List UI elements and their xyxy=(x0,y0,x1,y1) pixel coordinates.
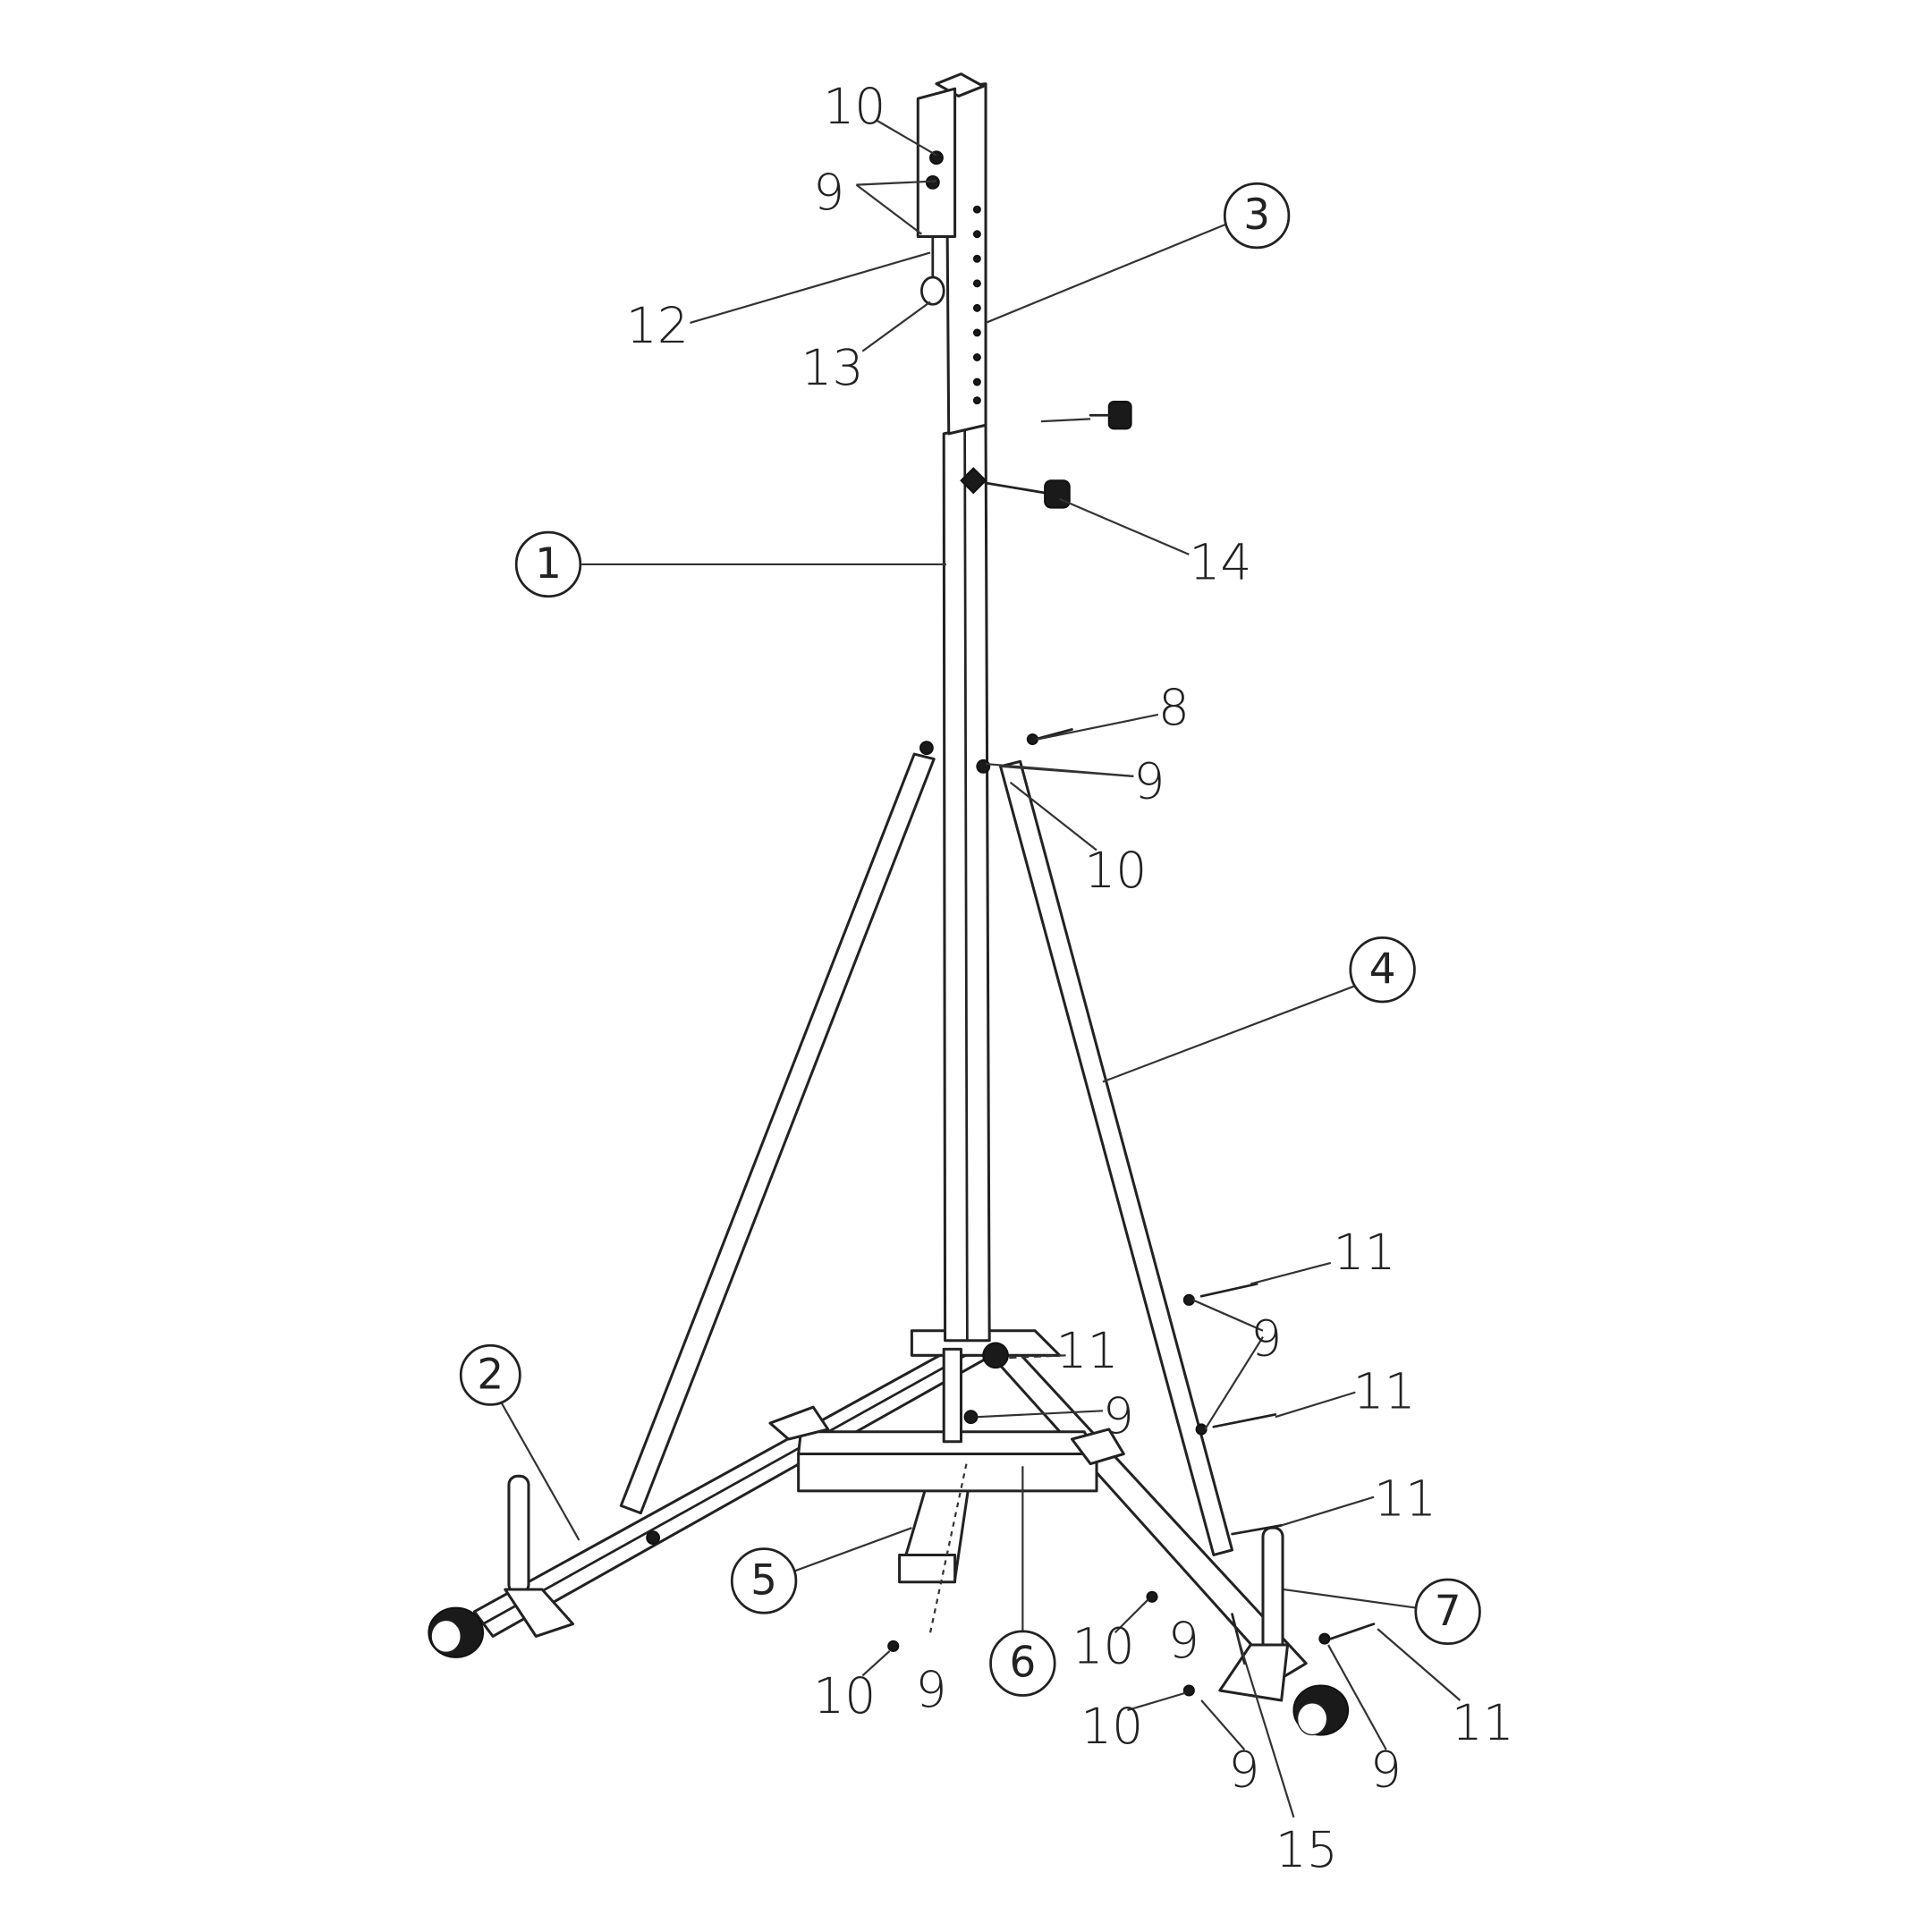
svg-text:5: 5 xyxy=(750,1556,777,1605)
label-9: 9 xyxy=(1133,753,1165,810)
svg-text:4: 4 xyxy=(1369,945,1396,994)
label-9: 9 xyxy=(813,164,844,221)
hardware-labels: 10 9 12 13 14 8 9 10 11 9 11 9 11 11 10 … xyxy=(626,78,1514,1878)
label-9: 9 xyxy=(1103,1387,1134,1445)
callout-3: 3 xyxy=(1223,182,1291,250)
main-pole xyxy=(942,423,991,1343)
label-13: 13 xyxy=(801,339,863,396)
label-9: 9 xyxy=(1228,1741,1259,1798)
label-9: 9 xyxy=(1250,1309,1282,1367)
callout-2: 2 xyxy=(459,1343,521,1406)
label-12: 12 xyxy=(626,297,689,354)
spare-knob-icon xyxy=(1089,401,1132,430)
callout-4: 4 xyxy=(1349,936,1416,1004)
label-11: 11 xyxy=(1056,1322,1119,1379)
center-hardware xyxy=(646,733,1331,1697)
top-insert-tube xyxy=(916,72,987,436)
label-8: 8 xyxy=(1158,679,1190,736)
callout-6: 6 xyxy=(989,1630,1056,1697)
svg-text:6: 6 xyxy=(1009,1640,1036,1688)
label-9: 9 xyxy=(1168,1612,1199,1669)
svg-text:2: 2 xyxy=(477,1351,504,1399)
label-10: 10 xyxy=(813,1667,876,1724)
leader-lines xyxy=(497,120,1462,1818)
label-10: 10 xyxy=(823,78,886,135)
left-brace-leg xyxy=(619,752,936,1515)
label-11: 11 xyxy=(1374,1470,1436,1527)
right-brace-leg xyxy=(999,759,1234,1556)
base-right-arm xyxy=(984,1335,1308,1680)
label-10: 10 xyxy=(1084,842,1147,899)
loose-bolts xyxy=(1033,728,1376,1640)
label-15: 15 xyxy=(1275,1821,1338,1878)
eye-bolt xyxy=(920,235,945,306)
label-9: 9 xyxy=(1370,1741,1402,1798)
label-9: 9 xyxy=(916,1661,947,1718)
callout-5: 5 xyxy=(730,1547,798,1614)
callout-1: 1 xyxy=(514,530,582,598)
svg-text:1: 1 xyxy=(535,540,562,589)
label-11: 11 xyxy=(1452,1694,1514,1751)
label-14: 14 xyxy=(1189,533,1251,590)
svg-text:7: 7 xyxy=(1435,1588,1462,1636)
label-10: 10 xyxy=(1080,1698,1143,1755)
label-11: 11 xyxy=(1334,1224,1396,1281)
callout-7: 7 xyxy=(1414,1578,1481,1646)
svg-text:3: 3 xyxy=(1243,191,1270,240)
label-11: 11 xyxy=(1353,1363,1416,1420)
label-10: 10 xyxy=(1072,1618,1134,1675)
center-post xyxy=(942,1347,963,1444)
left-weight-post xyxy=(428,1474,575,1658)
